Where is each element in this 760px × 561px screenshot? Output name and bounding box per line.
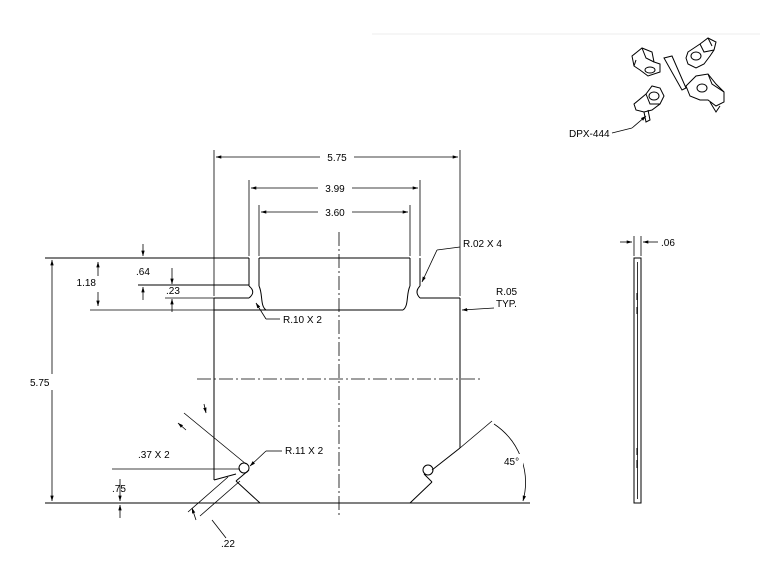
dim-chamfer-bottom: .75 bbox=[112, 484, 126, 495]
note-radius-corners: R.02 X 4 bbox=[463, 239, 502, 250]
plate-outline bbox=[213, 257, 461, 504]
part-callout-label: DPX-444 bbox=[569, 129, 610, 140]
dimensions: 5.75 3.99 3.60 1.18 .64 .23 bbox=[30, 150, 530, 550]
dim-inner-slot-width: 3.60 bbox=[325, 208, 345, 219]
dim-chamfer-angle: 45° bbox=[504, 457, 519, 468]
note-radius-holes: R.11 X 2 bbox=[285, 446, 324, 457]
clamp-piece-1 bbox=[631, 47, 661, 77]
dim-slot-tip: .22 bbox=[221, 539, 235, 550]
part-callout-leader bbox=[611, 127, 633, 134]
dim-slot-step: .23 bbox=[166, 286, 180, 297]
clamp-piece-3 bbox=[633, 85, 665, 123]
dim-thickness: .06 bbox=[661, 238, 675, 249]
dim-chamfer-offset: .37 X 2 bbox=[138, 450, 170, 461]
dim-overall-width: 5.75 bbox=[327, 153, 347, 164]
dim-slot-upper-depth: .64 bbox=[136, 267, 150, 278]
note-radius-typ-label: TYP. bbox=[496, 299, 517, 310]
dim-outer-slot-width: 3.99 bbox=[325, 184, 345, 195]
clamp-piece-2 bbox=[685, 37, 717, 69]
clamp-piece-4 bbox=[685, 73, 725, 113]
dim-slot-depth: 1.18 bbox=[77, 278, 97, 289]
note-radius-steps: R.10 X 2 bbox=[283, 315, 322, 326]
allen-key bbox=[663, 55, 687, 91]
note-radius-typ-value: R.05 bbox=[496, 287, 518, 298]
dim-overall-height: 5.75 bbox=[30, 378, 50, 389]
side-view: .06 bbox=[620, 236, 675, 504]
assembly-thumbnail-icon bbox=[631, 37, 725, 123]
